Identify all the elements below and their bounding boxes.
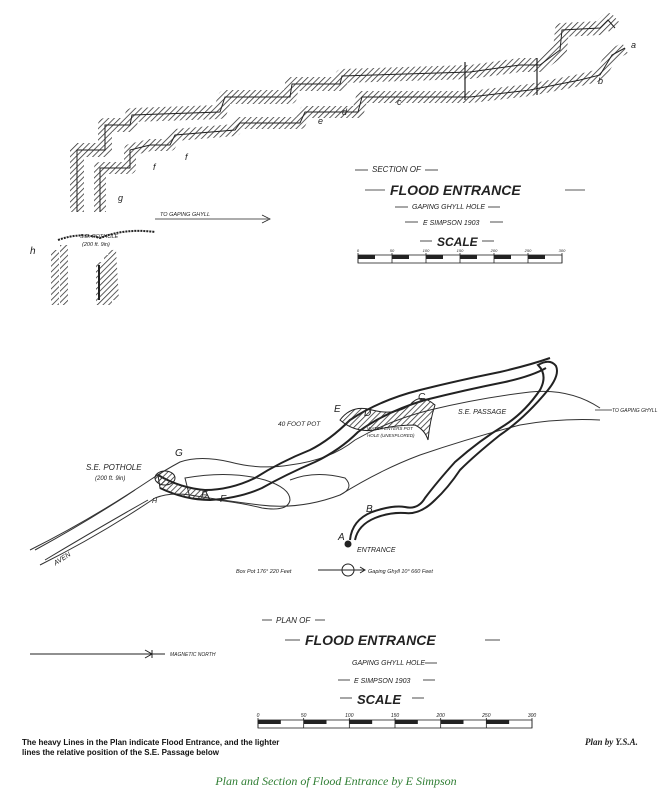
magnetic-north-label: MAGNETIC NORTH <box>170 652 216 658</box>
se-passage-tail <box>289 474 350 496</box>
section-scale-tick-label: 250 <box>524 248 532 253</box>
plan-scale-block <box>303 720 327 724</box>
plan-label-D: D <box>364 408 371 419</box>
se-passage-upper-wall <box>29 390 601 551</box>
plan-scale-block <box>440 720 464 724</box>
plan-label-G: G <box>175 448 183 459</box>
section-pothole-rim <box>57 229 156 241</box>
section-label-b: b <box>598 76 603 86</box>
section-arrow-head <box>261 214 271 224</box>
plan-author: E SIMPSON 1903 <box>354 678 411 685</box>
section-scale-tick-label: 200 <box>490 248 498 253</box>
section-scale-tick-label: 300 <box>559 248 566 253</box>
section-scale-block <box>358 255 375 259</box>
section-label-c: c <box>397 97 402 107</box>
section-label-g: g <box>118 193 123 203</box>
figure-caption: Plan and Section of Flood Entrance by E … <box>215 774 457 788</box>
section-scale-label: SCALE <box>437 235 479 249</box>
plan-legend-note: The heavy Lines in the Plan indicate Flo… <box>22 738 280 757</box>
section-scale-tick-label: 150 <box>457 248 464 253</box>
north-arrow-head <box>144 649 154 659</box>
section-scale-tick-label: 50 <box>390 248 395 253</box>
plan-drawing: A B C D E F F G H ENTRANCE S.E. PASSAGE … <box>29 357 658 707</box>
section-scale-block <box>460 255 477 259</box>
section-label-a: a <box>631 40 636 50</box>
bearing-right-label: Gaping Ghyll 10° 660 Feet <box>368 569 433 575</box>
plan-scale-tick-label: 50 <box>301 713 307 719</box>
section-drawing: a b c d e f f g h S.E. POTHOLE (200 ft. … <box>30 13 636 305</box>
plan-scale-tick-label: 250 <box>481 713 491 719</box>
water-note-line-2: HOLE (UNEXPLORED) <box>367 433 415 438</box>
se-passage-label: S.E. PASSAGE <box>458 409 506 416</box>
section-scale-block <box>528 255 545 259</box>
section-scale-tick-label: 100 <box>423 248 430 253</box>
plan-label-E: E <box>334 404 341 415</box>
section-author: E SIMPSON 1903 <box>423 220 480 227</box>
bearing-left-label: Box Pot 176° 220 Feet <box>236 569 292 575</box>
plan-scale-tick-label: 100 <box>345 713 354 719</box>
section-pothole-label: S.E. POTHOLE <box>80 234 119 240</box>
plan-label-F2: F <box>220 494 227 505</box>
section-pothole-shaft <box>51 245 119 305</box>
se-pothole-label: S.E. POTHOLE <box>86 463 142 472</box>
plan-label-F1: F <box>201 490 208 501</box>
se-passage-lower-wall <box>39 419 601 566</box>
plan-label-C: C <box>418 392 426 403</box>
plan-scale-tick-label: 300 <box>528 713 537 719</box>
section-title-small: SECTION OF <box>372 165 422 174</box>
section-label-e: e <box>318 116 323 126</box>
section-roof-line <box>76 19 616 212</box>
plan-scale-block <box>486 720 510 724</box>
plan-scale-tick-label: 150 <box>391 713 400 719</box>
plan-label-A: A <box>337 532 345 543</box>
plan-scale-block <box>349 720 373 724</box>
plan-scale-block <box>395 720 418 724</box>
plan-title-main: FLOOD ENTRANCE <box>305 632 436 648</box>
flood-entrance-main-inner <box>159 367 547 502</box>
section-pothole-depth: (200 ft. 9in) <box>82 242 110 248</box>
plan-scale-block <box>258 720 281 724</box>
plan-subtitle: GAPING GHYLL HOLE <box>352 660 425 667</box>
section-label-d: d <box>342 107 348 117</box>
entrance-label: ENTRANCE <box>357 547 396 554</box>
section-floor-line <box>99 47 626 212</box>
plan-scale-label: SCALE <box>357 692 401 707</box>
se-pothole-depth: (200 ft. 9in) <box>95 476 125 482</box>
section-scale-block <box>426 255 443 259</box>
section-scale-tick-label: 0 <box>357 248 360 253</box>
plan-label-B: B <box>366 504 373 515</box>
bearing-arrow-head <box>359 566 366 574</box>
section-label-f2: f <box>185 152 189 162</box>
plan-scale-tick-label: 0 <box>257 713 260 719</box>
section-subtitle: GAPING GHYLL HOLE <box>412 204 485 211</box>
forty-foot-pot-shape <box>339 398 436 441</box>
se-pothole-shape <box>154 470 176 486</box>
se-passage-loop <box>184 473 291 510</box>
flood-entrance-main <box>157 357 551 492</box>
aven-passage <box>34 489 149 561</box>
section-to-gaping-gill: TO GAPING GHYLL <box>160 212 210 218</box>
section-label-h: h <box>30 246 36 257</box>
plan-by-credit: Plan by Y.S.A. <box>585 737 638 747</box>
section-scale-block <box>494 255 511 259</box>
water-note-line-1: WATER ENTERS POT <box>367 426 414 431</box>
section-scale-block <box>392 255 409 259</box>
flood-entrance-passage <box>349 360 558 541</box>
forty-foot-pot-label: 40 FOOT POT <box>278 421 321 428</box>
section-label-f1: f <box>153 162 157 172</box>
section-scale-bar: 0 50 100 150 200 250 300 <box>357 248 566 264</box>
plan-scale-bar: 0 50 100 150 200 250 300 <box>257 713 537 729</box>
plan-label-H: H <box>152 498 158 505</box>
plan-to-gaping-gill: TO GAPING GHYLL <box>612 408 658 414</box>
entrance-marker <box>344 540 352 548</box>
plan-title-small: PLAN OF <box>276 616 311 625</box>
plan-scale-tick-label: 200 <box>435 713 445 719</box>
section-title-main: FLOOD ENTRANCE <box>390 182 521 198</box>
